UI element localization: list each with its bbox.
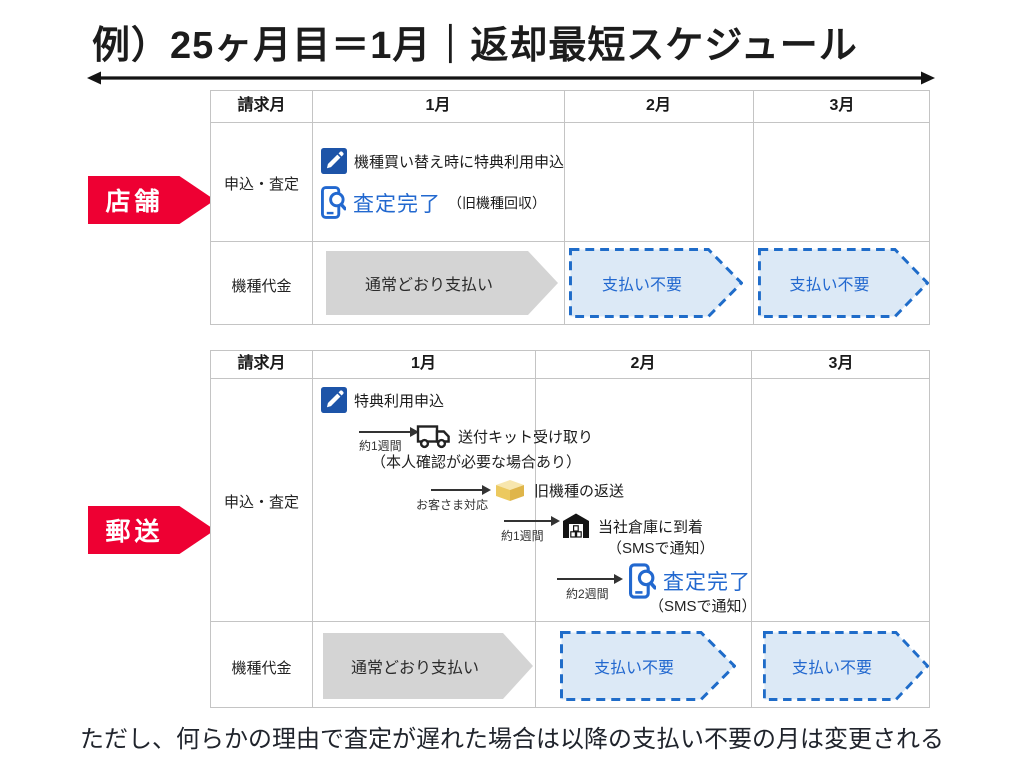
store-assess-step: 査定完了 （旧機種回収） — [321, 186, 546, 219]
mail-step3-text: 旧機種の返送 — [534, 482, 625, 500]
store-header-billing-month: 請求月 — [237, 97, 286, 114]
store-row-apply-label: 申込・査定 — [223, 176, 299, 193]
mail-row-apply-label: 申込・査定 — [223, 494, 299, 511]
mail-pay-skip-feb-text: 支払い不要 — [593, 660, 674, 677]
store-header-mar: 3月 — [829, 97, 855, 114]
mail-pay-skip-feb: 支払い不要 — [560, 631, 736, 701]
mail-step5-text: 査定完了 — [663, 571, 751, 594]
grid-line — [312, 91, 313, 324]
mail-step4: 当社倉庫に到着 — [561, 511, 703, 541]
store-apply-step-text: 機種買い替え時に特典利用申込 — [354, 153, 565, 171]
store-pay-skip-feb: 支払い不要 — [569, 248, 743, 318]
mail-step2-duration: 約1週間 — [359, 439, 402, 453]
flow-arrow-icon — [557, 574, 623, 584]
store-pay-skip-mar-text: 支払い不要 — [789, 277, 870, 294]
mail-pay-normal-arrow: 通常どおり支払い — [323, 633, 533, 699]
store-label-text: 店舗 — [105, 188, 164, 216]
dashed-chevron-icon — [560, 631, 736, 701]
grid-line — [211, 621, 929, 622]
footnote: ただし、何らかの理由で査定が遅れた場合は以降の支払い不要の月は変更される — [80, 726, 944, 753]
mail-step1: 特典利用申込 — [321, 387, 444, 413]
store-pay-normal-text: 通常どおり支払い — [364, 277, 493, 294]
mail-step4-note: （SMSで通知） — [607, 540, 715, 557]
store-assess-note: （旧機種回収） — [448, 194, 546, 211]
mail-step4-duration: 約1週間 — [501, 529, 544, 543]
mail-step5: 査定完了 — [629, 563, 751, 599]
mail-step2: 送付キット受け取り — [416, 423, 593, 449]
store-label: 店舗 — [88, 176, 215, 224]
mail-step2-note: （本人確認が必要な場合あり） — [371, 454, 582, 471]
mail-header-feb: 2月 — [630, 355, 656, 372]
mail-pay-skip-mar-text: 支払い不要 — [791, 660, 872, 677]
store-assess-done-text: 査定完了 — [353, 192, 441, 216]
package-icon — [496, 480, 524, 501]
mail-step4-text: 当社倉庫に到着 — [598, 518, 704, 536]
double-headed-arrow-icon — [87, 71, 935, 85]
store-pay-skip-mar: 支払い不要 — [758, 248, 929, 318]
store-header-jan: 1月 — [425, 97, 451, 114]
dashed-chevron-icon — [758, 248, 929, 318]
store-apply-step: 機種買い替え時に特典利用申込 — [321, 148, 564, 174]
pencil-icon — [321, 148, 347, 174]
mail-header-billing-month: 請求月 — [237, 355, 286, 372]
grid-line — [312, 351, 313, 707]
mail-row-payment-label: 機種代金 — [231, 660, 292, 677]
mail-step3-duration: お客さま対応 — [416, 498, 489, 512]
grid-line — [535, 351, 536, 707]
mail-label-text: 郵送 — [105, 518, 164, 546]
pencil-icon — [321, 387, 347, 413]
flow-arrow-icon — [359, 427, 419, 437]
mail-header-jan: 1月 — [411, 355, 436, 372]
phone-assessment-icon — [321, 186, 346, 219]
mail-step1-text: 特典利用申込 — [354, 392, 445, 410]
grid-line — [211, 122, 929, 123]
mail-step3: 旧機種の返送 — [493, 477, 624, 503]
dashed-chevron-icon — [569, 248, 743, 318]
grid-line — [211, 241, 929, 242]
mail-pay-skip-mar: 支払い不要 — [763, 631, 929, 701]
mail-header-mar: 3月 — [828, 355, 854, 372]
grid-line — [753, 91, 754, 324]
flow-arrow-icon — [504, 516, 560, 526]
mail-step2-text: 送付キット受け取り — [458, 428, 594, 446]
flow-arrow-icon — [431, 485, 491, 495]
page-title: 例）25ヶ月目＝1月｜返却最短スケジュール — [92, 25, 858, 67]
mail-step5-note: （SMSで通知） — [649, 598, 757, 615]
store-pay-skip-feb-text: 支払い不要 — [601, 277, 682, 294]
truck-icon — [416, 425, 450, 449]
phone-assessment-icon — [629, 563, 656, 599]
grid-line — [751, 351, 752, 707]
grid-line — [211, 378, 929, 379]
mail-pay-normal-text: 通常どおり支払い — [350, 660, 479, 677]
store-header-feb: 2月 — [646, 97, 671, 114]
mail-table: 請求月 1月 2月 3月 申込・査定 機種代金 特典利用申込 約1週間 送付キッ — [210, 350, 930, 708]
grid-line — [564, 91, 565, 324]
warehouse-icon — [563, 513, 589, 538]
store-pay-normal-arrow: 通常どおり支払い — [326, 251, 558, 315]
mail-step5-duration: 約2週間 — [566, 587, 609, 601]
mail-label: 郵送 — [88, 506, 215, 554]
dashed-chevron-icon — [763, 631, 929, 701]
store-table: 請求月 1月 2月 3月 申込・査定 機種代金 機種買い替え時に特典利用申込 査… — [210, 90, 930, 325]
store-row-payment-label: 機種代金 — [231, 278, 292, 295]
